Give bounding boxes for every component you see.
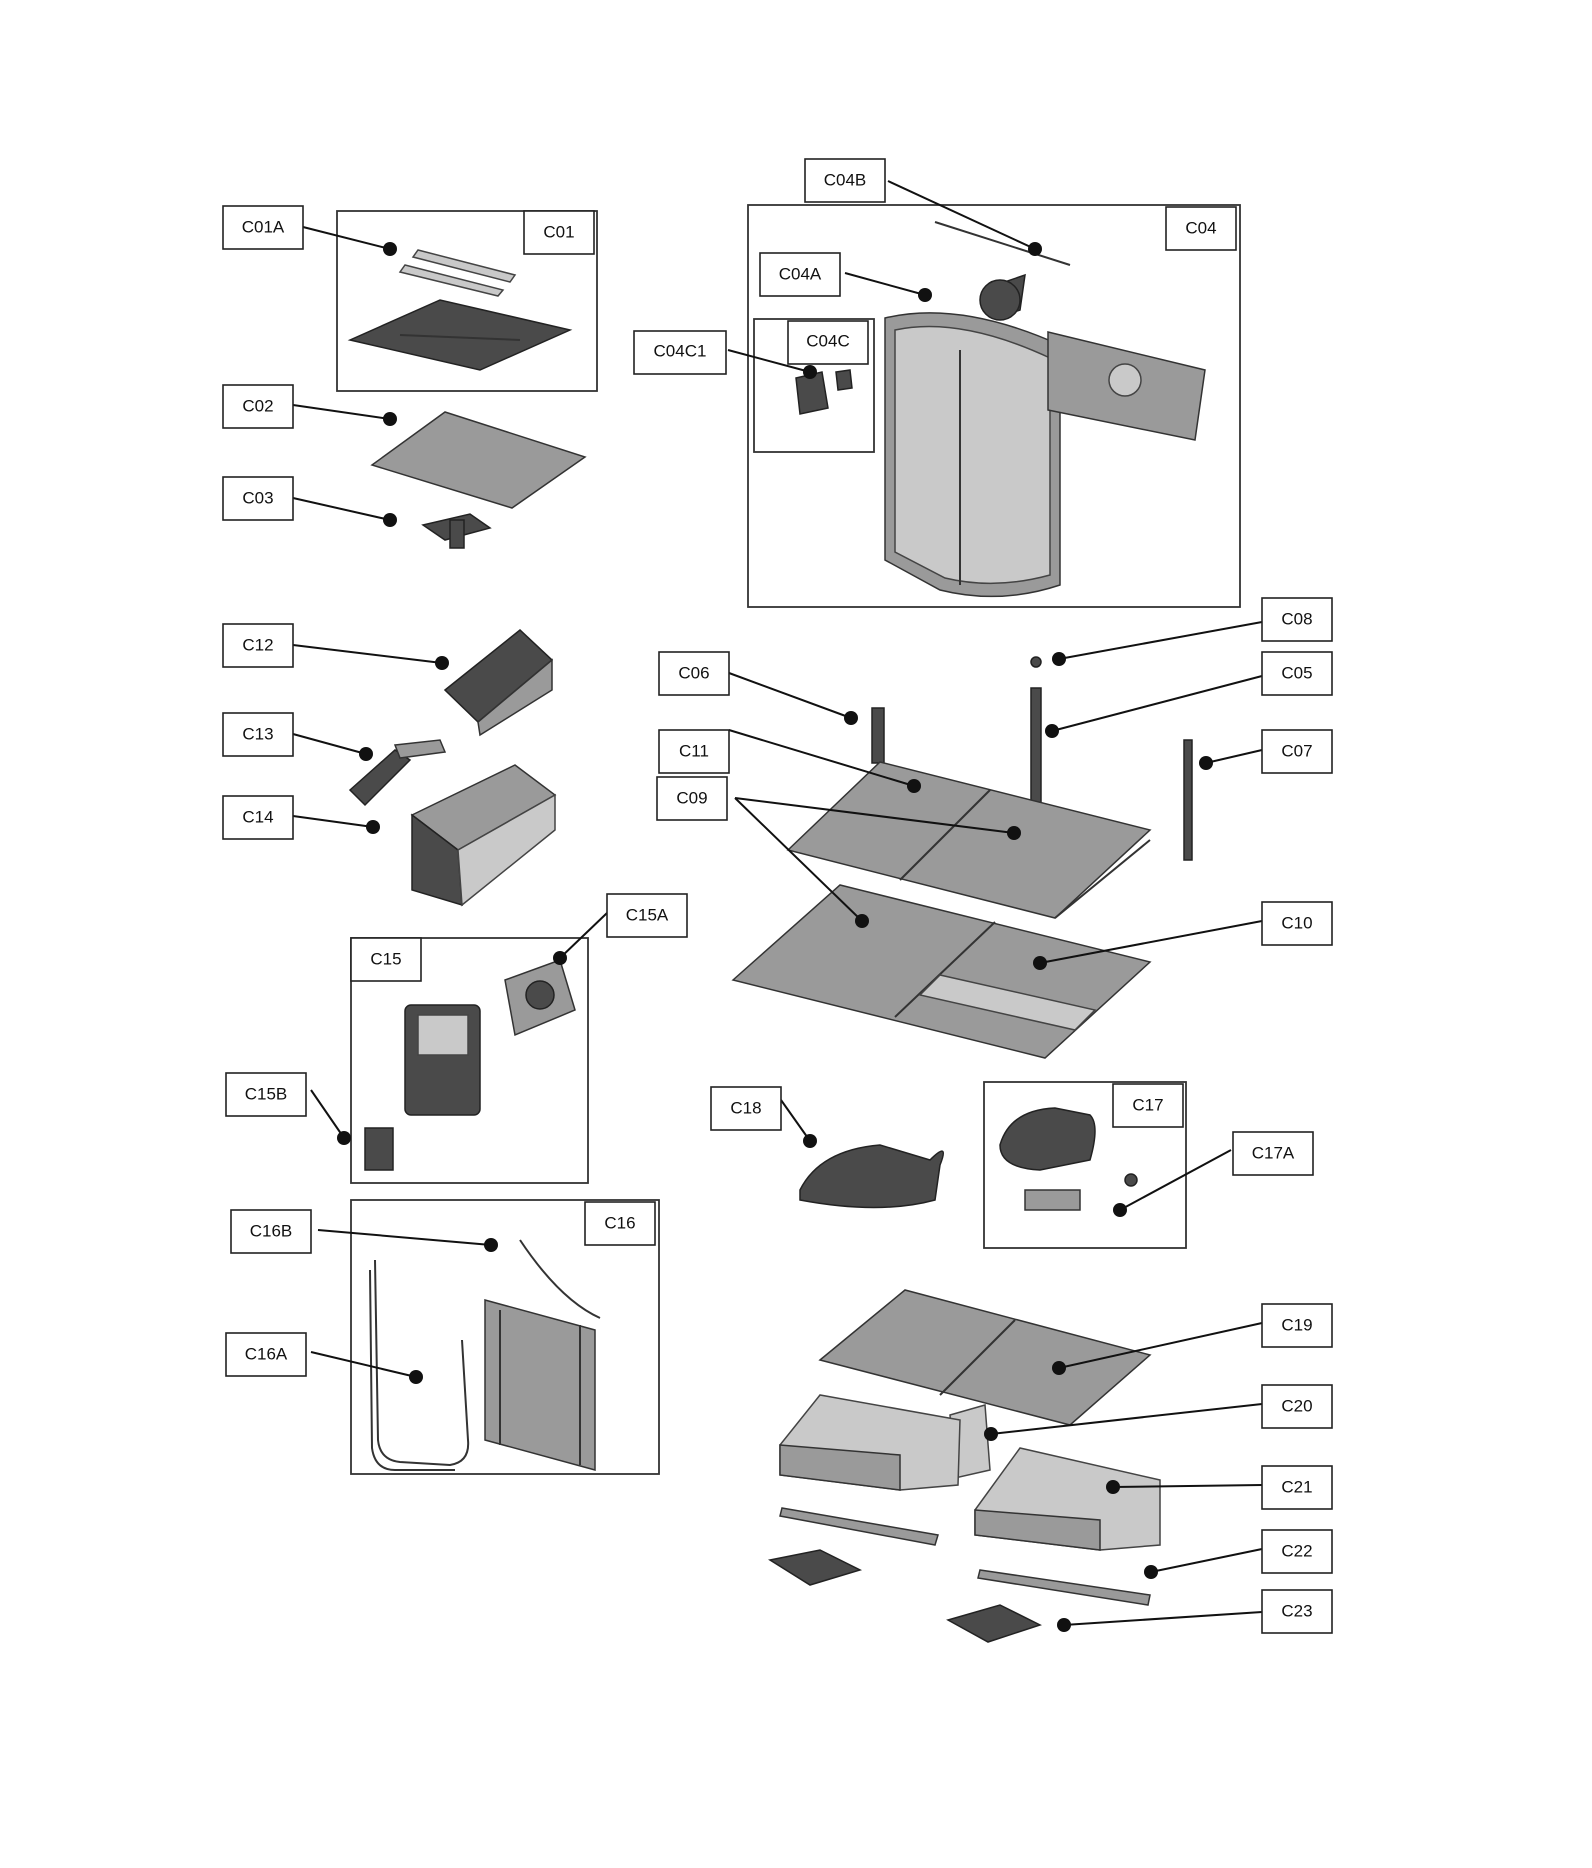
part-c22-rail-left: [779, 1507, 939, 1546]
label-c16a: C16A: [225, 1332, 307, 1377]
label-c04b: C04B: [804, 158, 886, 203]
leader-lines: [292, 180, 1263, 1632]
part-c22-rail-right: [977, 1569, 1151, 1606]
group-frame-c04: [747, 204, 1241, 608]
label-c17: C17: [1112, 1083, 1184, 1128]
group-frame-c15: [350, 937, 589, 1184]
label-c20: C20: [1261, 1384, 1333, 1429]
label-c09-text: C09: [676, 788, 707, 807]
label-c14-text: C14: [242, 807, 273, 826]
label-c23-text: C23: [1281, 1601, 1312, 1620]
label-c16-text: C16: [604, 1213, 635, 1232]
label-c08: C08: [1261, 597, 1333, 642]
label-c09: C09: [656, 776, 728, 821]
part-c13-arm: [393, 739, 447, 759]
label-c04c1: C04C1: [633, 330, 727, 375]
label-c07: C07: [1261, 729, 1333, 774]
label-c21: C21: [1261, 1465, 1333, 1510]
label-c12: C12: [222, 623, 294, 668]
label-c17-text: C17: [1132, 1095, 1163, 1114]
label-c04: C04: [1165, 206, 1237, 251]
part-c07-rail: [1183, 739, 1193, 861]
label-c18: C18: [710, 1086, 782, 1131]
group-frame-c17: [983, 1081, 1187, 1249]
label-c01: C01: [523, 210, 595, 255]
label-c04-text: C04: [1185, 218, 1216, 237]
part-c13-ice-bracket: [348, 749, 412, 807]
part-c09-shelf-upper: [786, 761, 1152, 919]
part-c03-bracket: [421, 513, 492, 549]
label-c14: C14: [222, 795, 294, 840]
label-c03-text: C03: [242, 488, 273, 507]
label-c21-text: C21: [1281, 1477, 1312, 1496]
label-c02-text: C02: [242, 396, 273, 415]
part-c08-cap: [1030, 656, 1042, 668]
label-c22-text: C22: [1281, 1541, 1312, 1560]
label-c04b-text: C04B: [824, 170, 867, 189]
part-c04-door-assembly: [795, 221, 1206, 598]
label-c04c-text: C04C: [806, 331, 849, 350]
label-c15a-text: C15A: [626, 905, 669, 924]
label-c06-text: C06: [678, 663, 709, 682]
label-c01a-text: C01A: [242, 217, 285, 236]
label-c08-text: C08: [1281, 609, 1312, 628]
label-c15-text: C15: [370, 949, 401, 968]
part-c17-light-housing: [999, 1107, 1138, 1211]
label-c11: C11: [658, 729, 730, 774]
label-c19: C19: [1261, 1303, 1333, 1348]
label-c04c1-text: C04C1: [654, 341, 707, 360]
label-c01-text: C01: [543, 222, 574, 241]
part-c21-crisper-drawer-left: [779, 1394, 961, 1491]
label-c16b: C16B: [230, 1209, 312, 1254]
label-c15: C15: [350, 937, 422, 982]
label-c01a: C01A: [222, 205, 304, 250]
part-c15-valve-assembly: [364, 959, 576, 1171]
label-c12-text: C12: [242, 635, 273, 654]
part-c06-bracket: [871, 707, 885, 764]
label-c23: C23: [1261, 1589, 1333, 1634]
label-c02: C02: [222, 384, 294, 429]
part-c21-crisper-drawer-right: [974, 1447, 1161, 1551]
label-c15a: C15A: [606, 893, 688, 938]
label-c10-text: C10: [1281, 913, 1312, 932]
label-c17a-text: C17A: [1252, 1143, 1295, 1162]
label-c17a: C17A: [1232, 1131, 1314, 1176]
part-c05-rail: [1030, 687, 1042, 819]
label-c06: C06: [658, 651, 730, 696]
label-c16: C16: [584, 1201, 656, 1246]
label-c18-text: C18: [730, 1098, 761, 1117]
label-c16b-text: C16B: [250, 1221, 293, 1240]
part-c19-crisper-cover: [818, 1289, 1152, 1426]
label-c13-text: C13: [242, 724, 273, 743]
label-c10: C10: [1261, 901, 1333, 946]
group-frame-c04c: [753, 318, 875, 453]
label-c05-text: C05: [1281, 663, 1312, 682]
part-c23-handle-right: [946, 1604, 1042, 1643]
part-c18-cover: [799, 1144, 945, 1209]
label-c13: C13: [222, 712, 294, 757]
group-frame-c16: [350, 1199, 660, 1475]
label-c04a: C04A: [759, 252, 841, 297]
part-c16-evaporator: [369, 1239, 601, 1471]
group-frame-c01: [336, 210, 598, 392]
part-c23-handle-left: [768, 1549, 863, 1586]
part-c02-filter-mat: [370, 411, 587, 509]
part-c12-ice-maker: [443, 629, 554, 737]
label-c03: C03: [222, 476, 294, 521]
label-c11-text: C11: [679, 741, 709, 760]
part-c14-ice-bucket: [410, 764, 557, 907]
label-c04a-text: C04A: [779, 264, 822, 283]
label-c04c: C04C: [787, 320, 869, 365]
label-c16a-text: C16A: [245, 1344, 288, 1363]
part-c10-shelf-lower: [731, 884, 1152, 1059]
label-c15b: C15B: [225, 1072, 307, 1117]
label-c20-text: C20: [1281, 1396, 1312, 1415]
label-c05: C05: [1261, 651, 1333, 696]
label-c07-text: C07: [1281, 741, 1312, 760]
label-c22: C22: [1261, 1529, 1333, 1574]
part-c01-control-panel: [347, 249, 573, 371]
label-c15b-text: C15B: [245, 1084, 288, 1103]
label-c19-text: C19: [1281, 1315, 1312, 1334]
